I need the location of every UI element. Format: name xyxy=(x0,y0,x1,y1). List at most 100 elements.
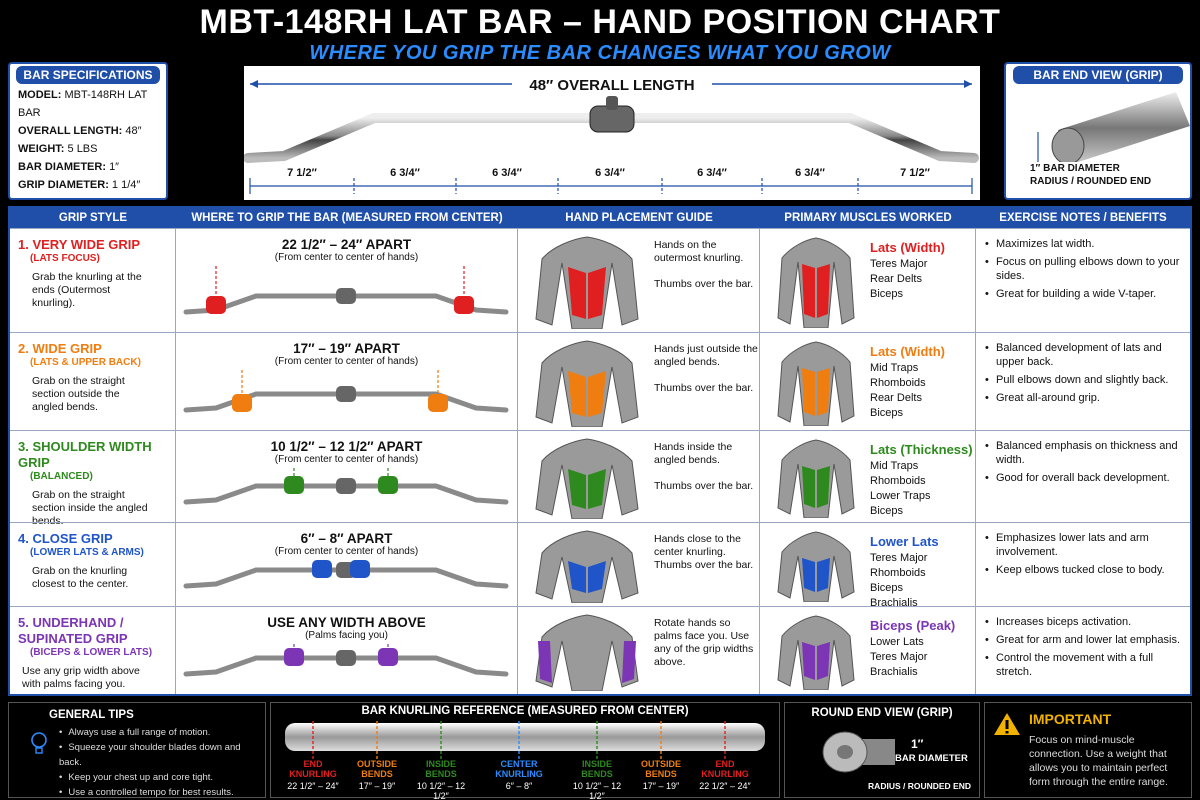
spec-item: BAR DIAMETER: 1″ xyxy=(10,158,166,176)
highlighted-muscle-right xyxy=(817,466,830,508)
bar-grip-illustration xyxy=(183,370,509,413)
primary-muscle: Lats (Thickness) xyxy=(870,442,973,457)
grip-row: 3. SHOULDER WIDTH GRIP(BALANCED)Grab on … xyxy=(10,430,1190,527)
highlighted-muscle-left xyxy=(802,368,815,416)
primary-muscle: Lower Lats xyxy=(870,534,939,549)
hand-placement-text: Hands inside the angled bends. Thumbs ov… xyxy=(654,441,754,492)
grip-name: 1. VERY WIDE GRIP xyxy=(18,237,141,252)
end-view-caption2: RADIUS / ROUNDED END xyxy=(1030,176,1152,187)
grip-width: USE ANY WIDTH ABOVE xyxy=(267,615,426,630)
grip-row: 5. UNDERHAND / SUPINATED GRIP(BICEPS & L… xyxy=(10,606,1190,694)
column-header: PRIMARY MUSCLES WORKED xyxy=(760,208,976,228)
highlighted-muscle-right xyxy=(817,368,830,416)
grip-description: Use any grip width above with palms faci… xyxy=(22,665,140,690)
warning-icon xyxy=(994,713,1020,735)
highlighted-muscle-right xyxy=(588,561,606,593)
secondary-muscle: Brachialis xyxy=(870,666,918,678)
knurling-value: 17″ – 19″ xyxy=(642,781,680,791)
secondary-muscle: Teres Major xyxy=(870,552,928,564)
muscles-illustration xyxy=(777,237,855,328)
header: MBT-148RH LAT BAR – HAND POSITION CHART … xyxy=(0,0,1200,64)
highlighted-muscle-left xyxy=(802,466,815,508)
hand-fist-icon xyxy=(454,296,474,314)
back-muscle-illustration xyxy=(535,530,639,603)
highlighted-muscle-right xyxy=(588,469,606,509)
column-header: WHERE TO GRIP THE BAR (MEASURED FROM CEN… xyxy=(176,208,518,228)
hand-fist-icon xyxy=(378,648,398,666)
segment-label: 7 1/2″ xyxy=(287,167,317,179)
knurling-value: 22 1/2″ – 24″ xyxy=(699,781,751,791)
highlighted-biceps-right xyxy=(622,641,636,683)
hand-placement-cell: Hands inside the angled bends. Thumbs ov… xyxy=(518,431,760,522)
hand-fist-icon xyxy=(350,560,370,578)
segment-label: 7 1/2″ xyxy=(900,167,930,179)
notes-list: Increases biceps activation.Great for ar… xyxy=(976,607,1190,679)
note-item: Maximizes lat width. xyxy=(985,237,1182,251)
knurling-label-line2: BENDS xyxy=(645,769,677,779)
knurling-label-line2: BENDS xyxy=(581,769,613,779)
notes-cell: Emphasizes lower lats and arm involvemen… xyxy=(976,523,1190,606)
hand-fist-icon xyxy=(284,476,304,494)
grip-width-note: (From center to center of hands) xyxy=(274,252,419,263)
bar-grip-illustration xyxy=(183,468,509,505)
knurling-label-line1: OUTSIDE xyxy=(640,759,681,769)
grip-width: 6″ – 8″ APART xyxy=(300,531,393,546)
highlighted-muscle-left xyxy=(802,558,815,592)
knurling-label-line2: BENDS xyxy=(425,769,457,779)
bar-center-swivel xyxy=(336,288,356,304)
secondary-muscle: Teres Major xyxy=(870,258,928,270)
secondary-muscle: Biceps xyxy=(870,582,904,594)
grip-description: Grab on the knurling closest to the cent… xyxy=(32,565,129,590)
note-item: Focus on pulling elbows down to your sid… xyxy=(985,255,1182,283)
notes-cell: Balanced development of lats and upper b… xyxy=(976,333,1190,430)
important-title: IMPORTANT xyxy=(1029,711,1112,727)
secondary-muscle: Rhomboids xyxy=(870,567,926,579)
knurling-reference-panel: BAR KNURLING REFERENCE (MEASURED FROM CE… xyxy=(270,702,780,800)
note-item: Great for building a wide V-taper. xyxy=(985,287,1182,301)
column-header: HAND PLACEMENT GUIDE xyxy=(518,208,760,228)
highlighted-muscle-right xyxy=(588,371,606,417)
spec-value: 1 1/4″ xyxy=(111,179,141,191)
knurling-label-line1: CENTER xyxy=(500,759,538,769)
highlighted-muscle-right xyxy=(817,642,830,680)
knurling-bar-illustration xyxy=(285,721,765,759)
tip-item: Squeeze your shoulder blades down and ba… xyxy=(59,740,265,770)
important-panel: IMPORTANT Focus on mind-muscle connectio… xyxy=(984,702,1192,798)
notes-cell: Maximizes lat width. Focus on pulling elb… xyxy=(976,229,1190,332)
knurling-value: 10 1/2″ – 12 1/2″ xyxy=(416,781,466,800)
knurling-value: 22 1/2″ – 24″ xyxy=(287,781,339,791)
spec-value: 48″ xyxy=(125,125,142,137)
note-item: Increases biceps activation. xyxy=(985,615,1182,629)
grip-name: 5. UNDERHAND / SUPINATED GRIP xyxy=(18,615,128,646)
hand-fist-icon xyxy=(206,296,226,314)
highlighted-muscle-right xyxy=(588,645,606,681)
tips-title: GENERAL TIPS xyxy=(49,709,134,721)
hand-placement-text: Hands on the outermost knurling. Thumbs … xyxy=(654,239,754,290)
notes-list: Balanced development of lats and upper b… xyxy=(976,333,1190,405)
spec-label: BAR DIAMETER: xyxy=(18,161,106,173)
spec-value: STEEL – xyxy=(81,197,125,198)
primary-muscle: Lats (Width) xyxy=(870,240,945,255)
primary-muscle: Biceps (Peak) xyxy=(870,618,956,633)
segment-label: 6 3/4″ xyxy=(492,167,522,179)
muscles-illustration xyxy=(777,341,855,426)
bar-end-illustration xyxy=(1037,92,1190,162)
secondary-muscle: Biceps xyxy=(870,288,904,300)
grip-width-note: (From center to center of hands) xyxy=(274,546,419,557)
tips-list: Always use a full range of motion.Squeez… xyxy=(9,721,265,800)
secondary-muscle: Rear Delts xyxy=(870,273,922,285)
hand-placement-text: Hands close to the center knurling. Thum… xyxy=(654,533,754,571)
highlighted-muscle-right xyxy=(817,558,830,592)
segment-dimensions: 7 1/2″6 3/4″6 3/4″6 3/4″6 3/4″6 3/4″7 1/… xyxy=(249,166,973,194)
note-item: Balanced development of lats and upper b… xyxy=(985,341,1182,369)
